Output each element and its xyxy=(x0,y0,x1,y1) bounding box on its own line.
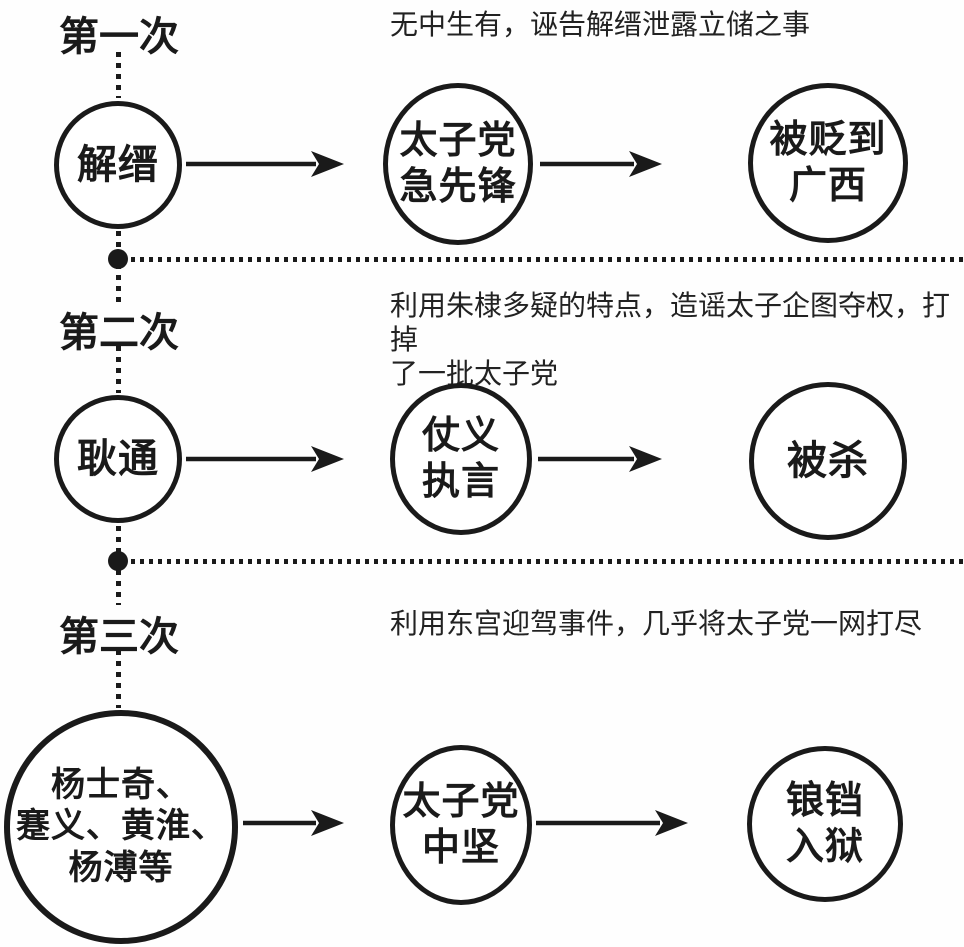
node-label: 解缙 xyxy=(77,141,159,187)
row-separator-dotted-line xyxy=(122,257,964,262)
timeline-dotted-segment xyxy=(116,650,121,708)
arrow-row2-role-to-outcome xyxy=(538,446,662,472)
node-taizidang-vanguard: 太子党 急先锋 xyxy=(383,83,533,245)
row2-description: 利用朱棣多疑的特点，造谣太子企图夺权，打掉 了一批太子党 xyxy=(390,290,951,390)
row-separator-dotted-line xyxy=(122,559,964,564)
junction-bullet xyxy=(108,249,128,269)
node-label: 被贬到 广西 xyxy=(769,118,887,207)
node-label: 太子党 急先锋 xyxy=(399,119,517,208)
row1-description: 无中生有，诬告解缙泄露立储之事 xyxy=(390,9,811,40)
node-label: 锒铛 入狱 xyxy=(785,779,864,868)
node-label: 耿通 xyxy=(77,435,159,481)
row3-description: 利用东宫迎驾事件，几乎将太子党一网打尽 xyxy=(390,608,923,639)
arrow-row1-person-to-role xyxy=(186,151,344,177)
arrow-row3-person-to-role xyxy=(243,810,344,836)
node-label: 杨士奇、 蹇义、黄淮、 杨溥等 xyxy=(16,766,226,887)
arrow-row1-role-to-outcome xyxy=(540,151,662,177)
timeline-dotted-segment xyxy=(116,346,121,393)
node-imprisoned: 锒铛 入狱 xyxy=(747,746,903,902)
node-outspoken-justice: 仗义 执言 xyxy=(390,383,532,535)
row2-label: 第二次 xyxy=(59,310,179,355)
node-gengtong: 耿通 xyxy=(54,395,182,523)
node-label: 太子党 中坚 xyxy=(402,780,520,869)
node-xiejin: 解缙 xyxy=(54,101,182,229)
junction-bullet xyxy=(108,551,128,571)
row3-label: 第三次 xyxy=(59,614,179,659)
arrow-row2-person-to-role xyxy=(186,446,344,472)
timeline-dotted-segment xyxy=(116,52,121,98)
node-killed: 被杀 xyxy=(749,382,907,540)
row1-label: 第一次 xyxy=(59,14,179,59)
node-label: 被杀 xyxy=(787,437,869,483)
node-yang-shiqi-group: 杨士奇、 蹇义、黄淮、 杨溥等 xyxy=(4,710,238,944)
node-taizidang-core: 太子党 中坚 xyxy=(390,745,532,905)
node-banished-to-guangxi: 被贬到 广西 xyxy=(748,83,908,243)
node-label: 仗义 执言 xyxy=(421,414,500,503)
arrow-row3-role-to-outcome xyxy=(536,810,688,836)
